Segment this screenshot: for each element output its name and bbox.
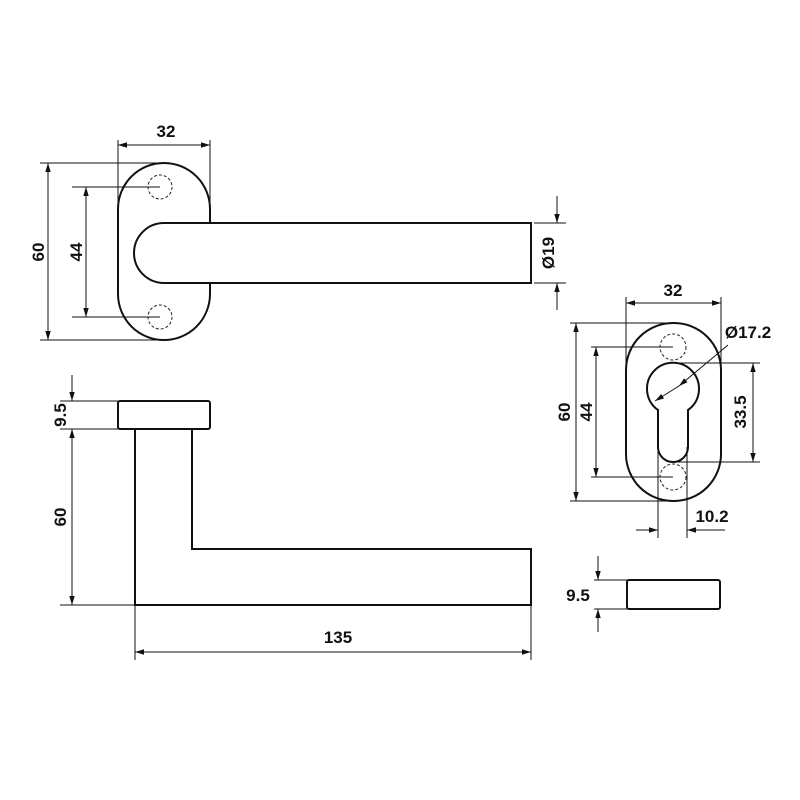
escutcheon-side (626, 579, 721, 610)
dim-escutcheon-hole-spacing: 44 (577, 402, 596, 421)
lever-arm (133, 222, 532, 284)
dim-escutcheon-width: 32 (664, 281, 683, 300)
lever-front-view: 32 60 44 Ø19 (29, 122, 566, 341)
dim-cylinder-diameter: Ø17.2 (725, 323, 771, 342)
cylinder-keyhole (646, 361, 700, 463)
escutcheon-front-view: 32 60 44 33.5 Ø17.2 10.2 (555, 281, 771, 538)
dim-cylinder-length: 33.5 (731, 395, 750, 428)
dim-lever-drop: 60 (51, 508, 70, 527)
dim-cylinder-slot-width: 10.2 (695, 507, 728, 526)
lever-side-view: 9.5 60 135 (51, 375, 532, 660)
dim-escutcheon-height: 60 (555, 403, 574, 422)
rose-side (117, 400, 211, 430)
dim-rose-height: 60 (29, 243, 48, 262)
dim-lever-diameter: Ø19 (539, 237, 558, 269)
lever-side-profile (134, 428, 532, 606)
dim-escutcheon-thickness: 9.5 (566, 586, 590, 605)
escutcheon-side-view: 9.5 (566, 556, 721, 632)
dim-rose-hole-spacing: 44 (67, 242, 86, 261)
dim-rose-width: 32 (157, 122, 176, 141)
dim-lever-length: 135 (324, 628, 352, 647)
dim-rose-thickness: 9.5 (51, 403, 70, 427)
